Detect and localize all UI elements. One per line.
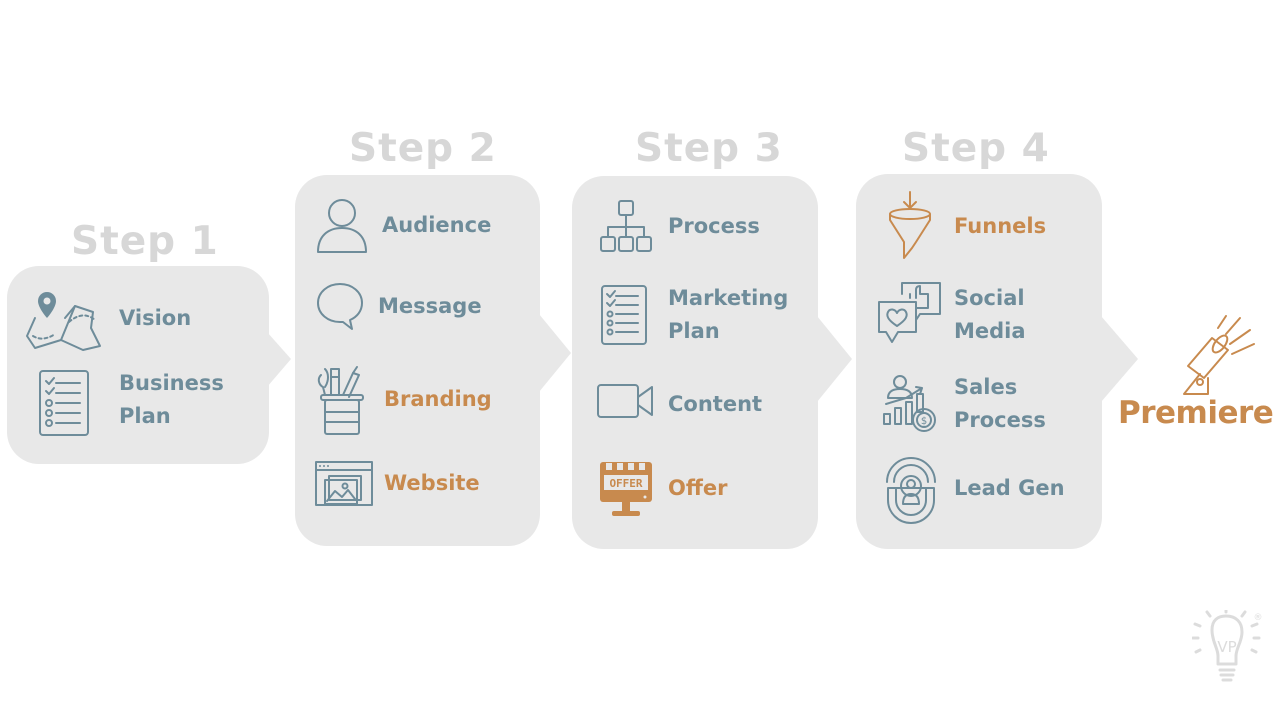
item-funnels-label: Funnels	[954, 214, 1047, 238]
step-4-card: Funnels Social Media $ Sales Process Lea…	[856, 174, 1102, 549]
label-line: Plan	[668, 319, 720, 343]
item-social-media-label: Social Media	[954, 282, 1026, 348]
svg-text:$: $	[921, 416, 927, 427]
logo-text: VP	[1217, 638, 1236, 656]
registered-mark: ®	[1254, 613, 1263, 623]
item-audience-label: Audience	[382, 213, 492, 237]
arrow-step3-to-step4	[817, 316, 852, 402]
label-line: Social	[954, 286, 1025, 310]
checklist-icon	[601, 285, 647, 345]
checklist-icon	[39, 370, 89, 436]
sales-growth-icon: $	[883, 375, 936, 432]
step-3-card: Process Marketing Plan Content OFFER Off…	[572, 176, 818, 549]
org-chart-icon	[600, 200, 652, 252]
arrow-step4-to-premiere	[1101, 316, 1138, 402]
offer-icon-text: OFFER	[609, 477, 642, 490]
step-4-title: Step 4	[902, 126, 1050, 171]
offer-store-icon: OFFER	[600, 462, 652, 516]
pencil-cup-icon	[317, 366, 364, 435]
item-content-label: Content	[668, 392, 763, 416]
item-business-plan-label: Business Plan	[119, 367, 224, 433]
video-camera-icon	[597, 384, 653, 418]
label-line: Media	[954, 319, 1026, 343]
spotlight-icon	[1183, 315, 1255, 395]
item-process-label: Process	[668, 214, 760, 238]
step-2-title: Step 2	[349, 126, 497, 171]
item-vision-label: Vision	[119, 306, 192, 330]
step-1-card: Vision Business Plan	[7, 266, 269, 464]
item-marketing-plan-label: Marketing Plan	[668, 282, 788, 348]
browser-image-icon	[315, 461, 373, 506]
item-sales-process-label: Sales Process	[954, 371, 1046, 437]
label-line: Plan	[119, 404, 171, 428]
item-branding-label: Branding	[384, 387, 492, 411]
speech-bubble-icon	[317, 283, 363, 330]
step-2-card: Audience Message Branding Website	[295, 175, 540, 546]
step-3-title: Step 3	[635, 126, 783, 171]
label-line: Marketing	[668, 286, 789, 310]
item-message-label: Message	[378, 294, 482, 318]
user-icon	[317, 199, 367, 253]
lightbulb-logo-icon: VP ®	[1192, 610, 1263, 682]
label-line: Sales	[954, 375, 1018, 399]
map-pin-icon	[26, 292, 101, 351]
label-line: Process	[954, 408, 1046, 432]
step-1-title: Step 1	[71, 219, 219, 264]
item-website-label: Website	[384, 471, 480, 495]
item-offer-label: Offer	[668, 476, 728, 500]
item-lead-gen-label: Lead Gen	[954, 476, 1065, 500]
magnet-lead-icon	[886, 457, 936, 524]
label-line: Business	[119, 371, 224, 395]
arrow-step2-to-step3	[539, 314, 571, 392]
premiere-label: Premiere	[1118, 395, 1274, 431]
social-reactions-icon	[878, 282, 941, 343]
arrow-step1-to-step2	[267, 332, 291, 387]
funnel-icon	[889, 191, 931, 259]
